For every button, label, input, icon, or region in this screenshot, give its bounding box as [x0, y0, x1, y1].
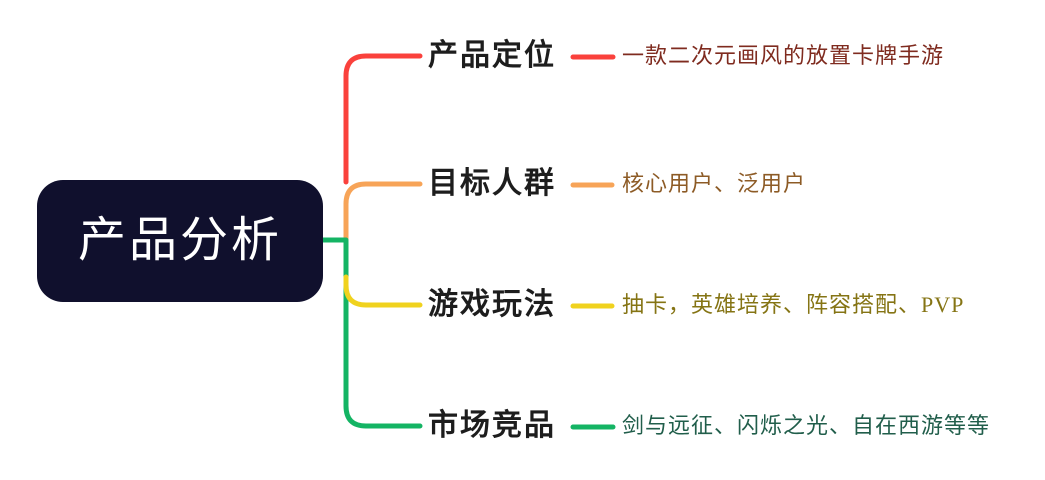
- topic-product-positioning[interactable]: 产品定位: [428, 39, 556, 72]
- root-topic-node[interactable]: 产品分析: [37, 180, 323, 302]
- detail-target-audience[interactable]: 核心用户、泛用户: [622, 171, 807, 196]
- branch-line-product-positioning: [343, 53, 423, 185]
- detail-market-competitors[interactable]: 剑与远征、闪烁之光、自在西游等等: [622, 413, 991, 438]
- branch-line-target-audience: [343, 181, 423, 243]
- detail-gameplay[interactable]: 抽卡，英雄培养、阵容搭配、PVP: [622, 292, 965, 317]
- root-topic-label: 产品分析: [77, 214, 282, 267]
- detail-product-positioning[interactable]: 一款二次元画风的放置卡牌手游: [622, 43, 945, 68]
- branch-line-market-competitors: [320, 237, 423, 429]
- branch-line-gameplay: [343, 274, 423, 308]
- topic-gameplay[interactable]: 游戏玩法: [428, 288, 556, 321]
- topic-target-audience[interactable]: 目标人群: [428, 167, 556, 200]
- topic-market-competitors[interactable]: 市场竞品: [428, 409, 556, 442]
